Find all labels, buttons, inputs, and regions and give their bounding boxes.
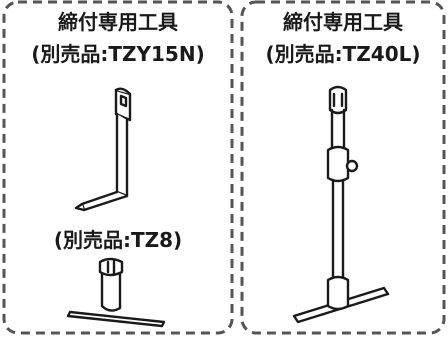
l-wrench-illustration bbox=[74, 87, 132, 212]
right-panel-dashed-frame bbox=[240, 0, 446, 335]
right-tool-panel: 締付専用工具 (別売品:TZ40L) bbox=[240, 0, 446, 335]
right-panel-title: 締付専用工具 bbox=[283, 10, 403, 34]
long-t-handle-tool-illustration bbox=[292, 85, 390, 324]
tool-b-part-number: (別売品:TZ8) bbox=[53, 228, 183, 252]
tool-a-part-number: (別売品:TZY15N) bbox=[31, 42, 205, 66]
tool-c-part-number: (別売品:TZ40L) bbox=[265, 42, 421, 66]
t-handle-key-illustration bbox=[66, 257, 166, 328]
left-panel-title: 締付専用工具 bbox=[58, 10, 178, 34]
left-tool-panel: 締付専用工具 (別売品:TZY15N) (別売品:TZ8) bbox=[2, 0, 234, 335]
left-panel-dashed-frame bbox=[2, 0, 234, 335]
